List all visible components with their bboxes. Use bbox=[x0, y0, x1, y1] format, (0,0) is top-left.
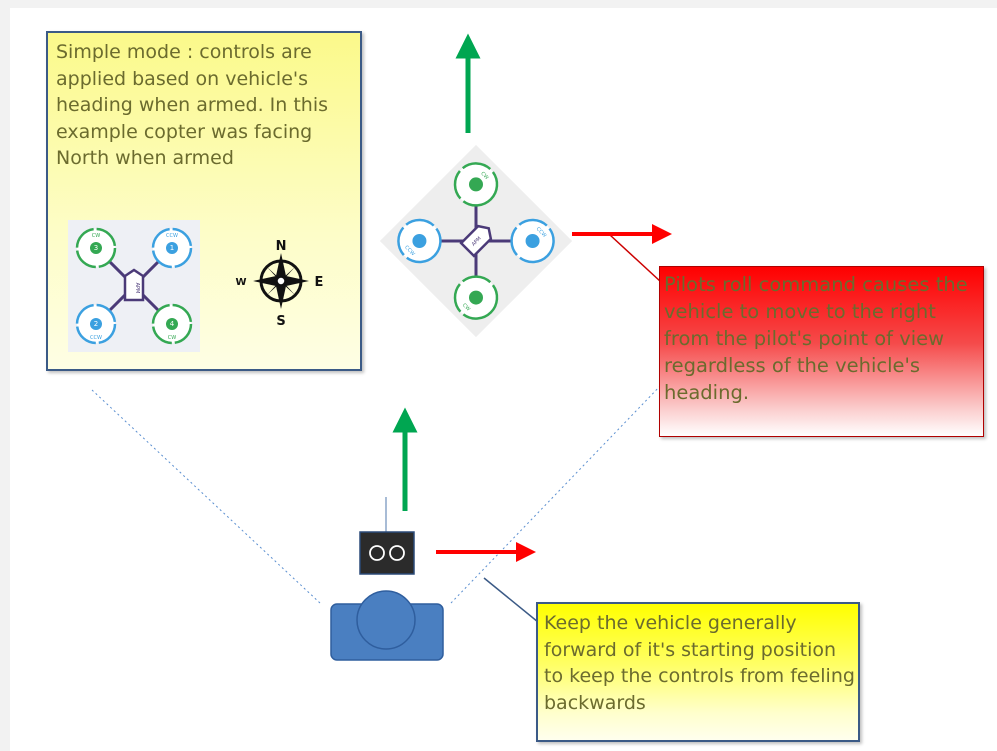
compass-n: N bbox=[276, 239, 287, 254]
roll-command-text: Pilots roll command causes the vehicle t… bbox=[664, 273, 968, 404]
left-stick-icon bbox=[369, 545, 385, 561]
rotor-cw-rear: CW bbox=[453, 275, 499, 320]
compass-e: E bbox=[315, 275, 324, 290]
keep-forward-text: Keep the vehicle generally forward of it… bbox=[544, 612, 855, 714]
svg-text:2: 2 bbox=[94, 320, 98, 328]
quadcopter-reference: 3 CW 1 CCW 2 CCW 4 CW APM bbox=[68, 220, 200, 352]
rotor-ccw-right: CCW bbox=[510, 218, 555, 264]
svg-text:CW: CW bbox=[479, 171, 489, 181]
svg-text:APM: APM bbox=[471, 236, 483, 248]
quadcopter-rotated: CW CCW CCW CW APM bbox=[379, 144, 573, 338]
right-stick-icon bbox=[389, 545, 405, 561]
compass-rose-icon: N S E W bbox=[235, 239, 323, 329]
rotor-ccw-left: CCW bbox=[397, 218, 442, 264]
svg-text:CCW: CCW bbox=[90, 335, 102, 341]
sight-line-left bbox=[91, 389, 321, 604]
svg-text:CW: CW bbox=[461, 302, 471, 312]
sight-line-right bbox=[450, 354, 691, 604]
transmitter bbox=[359, 497, 415, 575]
simple-mode-callout: Simple mode : controls are applied based… bbox=[46, 31, 362, 371]
compass-w: W bbox=[235, 277, 246, 288]
svg-text:CW: CW bbox=[168, 335, 176, 341]
svg-text:CCW: CCW bbox=[166, 233, 178, 239]
simple-mode-text: Simple mode : controls are applied based… bbox=[56, 41, 329, 169]
compass-s: S bbox=[276, 314, 285, 329]
simple-mode-illustrations: 3 CW 1 CCW 2 CCW 4 CW APM bbox=[68, 220, 323, 352]
svg-text:3: 3 bbox=[94, 244, 98, 252]
motor-3-cw: 3 CW bbox=[75, 227, 117, 269]
svg-text:CW: CW bbox=[92, 233, 100, 239]
pilot-icon bbox=[330, 590, 444, 661]
svg-text:APM: APM bbox=[134, 283, 140, 294]
frame-body bbox=[459, 224, 493, 258]
rotor-cw-front: CW bbox=[453, 162, 499, 207]
motor-2-ccw: 2 CCW bbox=[75, 303, 117, 345]
svg-text:4: 4 bbox=[170, 320, 175, 328]
roll-callout-pointer bbox=[609, 234, 662, 283]
frame-body-small bbox=[123, 268, 145, 302]
motor-1-ccw: 1 CCW bbox=[151, 227, 193, 269]
keep-callout-pointer bbox=[483, 577, 539, 623]
roll-command-callout: Pilots roll command causes the vehicle t… bbox=[659, 266, 984, 437]
keep-forward-callout: Keep the vehicle generally forward of it… bbox=[536, 602, 860, 742]
motor-4-cw: 4 CW bbox=[151, 303, 193, 345]
svg-text:1: 1 bbox=[170, 244, 174, 252]
